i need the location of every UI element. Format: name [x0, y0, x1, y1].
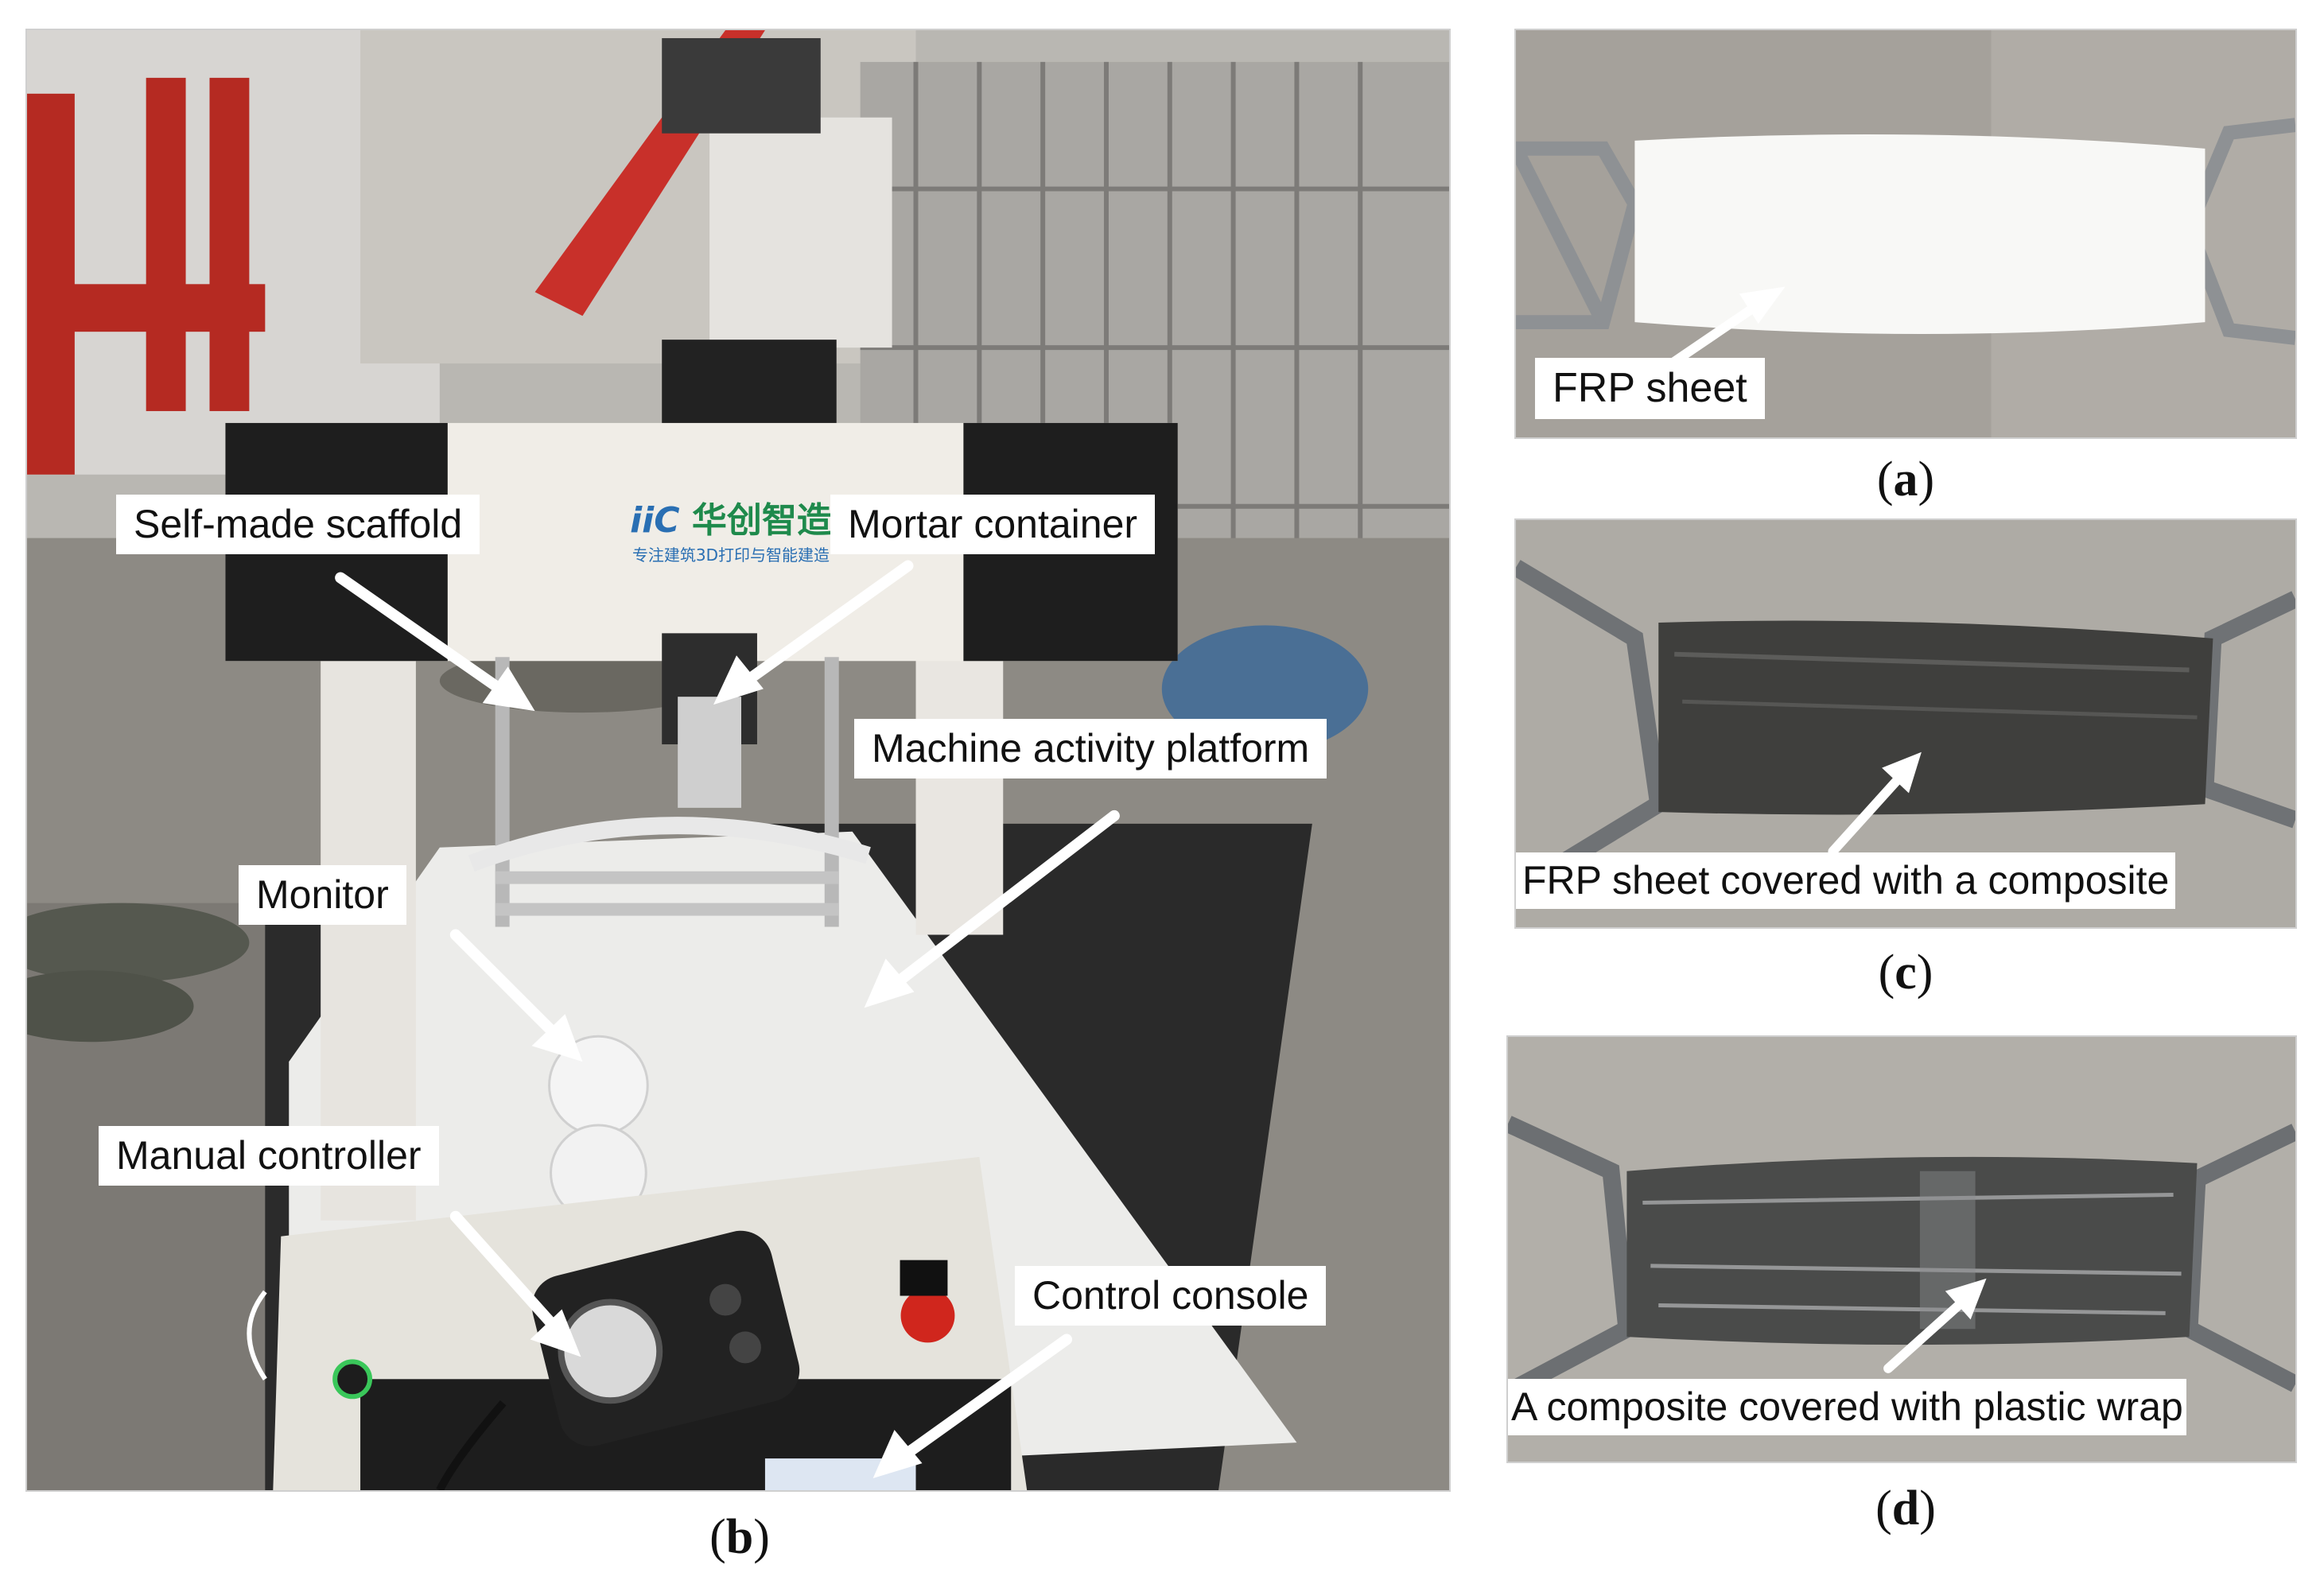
printer-photo-scene [27, 30, 1449, 1490]
logo-subtext: 专注建筑3D打印与智能建造 [632, 546, 830, 565]
caption-b: (b) [709, 1510, 770, 1564]
composite-covered-photo: FRP sheet covered with a composite [1514, 518, 2297, 929]
logo-text: 华创智造 [691, 500, 832, 541]
label-frp-sheet: FRP sheet [1535, 358, 1765, 419]
logo-mark: iiC [630, 500, 680, 541]
machine-logo: iiC 华创智造 专注建筑3D打印与智能建造 [600, 491, 862, 565]
frp-sheet-photo: FRP sheet [1514, 29, 2297, 439]
label-monitor: Monitor [239, 865, 406, 925]
label-self-made-scaffold: Self-made scaffold [116, 495, 480, 554]
label-mortar-container: Mortar container [830, 495, 1156, 554]
label-manual-controller: Manual controller [99, 1126, 439, 1186]
label-machine-activity-platform: Machine activity platform [854, 719, 1327, 778]
label-control-console: Control console [1015, 1266, 1327, 1326]
label-frp-sheet-covered-with-composite: FRP sheet covered with a composite [1516, 852, 2176, 909]
plastic-wrap-photo: A composite covered with plastic wrap [1506, 1035, 2297, 1463]
printer-photo: iiC 华创智造 专注建筑3D打印与智能建造 Self-made scaffol… [25, 29, 1451, 1492]
frp-sheet-scene [1516, 30, 2295, 437]
caption-c: (c) [1878, 945, 1933, 1000]
label-composite-covered-with-plastic-wrap: A composite covered with plastic wrap [1508, 1379, 2186, 1435]
caption-d: (d) [1875, 1481, 1936, 1536]
caption-a: (a) [1876, 452, 1935, 507]
